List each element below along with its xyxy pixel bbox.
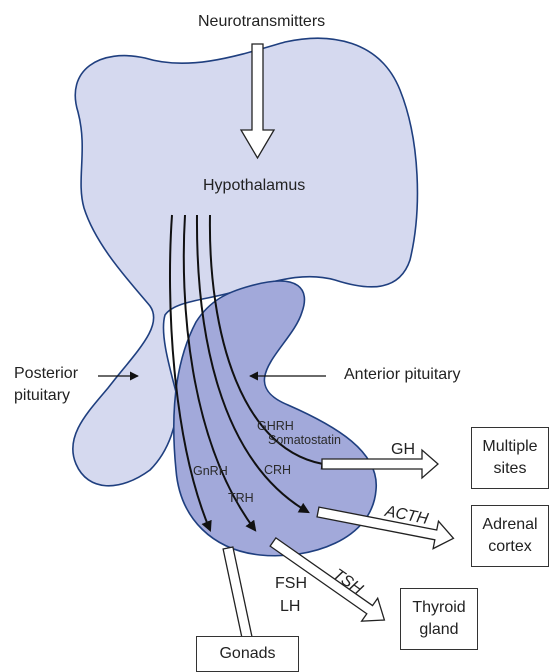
anterior-pituitary-label: Anterior pituitary [344,365,461,385]
adrenal-cortex-box: Adrenal cortex [471,505,549,567]
gh-label: GH [391,440,415,460]
adrenal-cortex-line1: Adrenal [482,514,537,536]
trh-label: TRH [228,491,254,506]
somatostatin-label: Somatostatin [268,433,341,448]
hypothalamus-label: Hypothalamus [203,176,305,196]
thyroid-gland-box: Thyroid gland [400,588,478,650]
posterior-label-line2: pituitary [14,386,70,406]
posterior-label-line1: Posterior [14,364,78,384]
gonads-label: Gonads [219,643,275,665]
ghrh-label: GHRH [257,419,294,434]
lh-label: LH [280,597,300,617]
thyroid-gland-line2: gland [419,619,458,641]
multiple-sites-box: Multiple sites [471,427,549,489]
thyroid-gland-line1: Thyroid [412,597,465,619]
gnrh-label: GnRH [193,464,228,479]
multiple-sites-line2: sites [494,458,527,480]
fsh-label: FSH [275,574,307,594]
multiple-sites-line1: Multiple [482,436,537,458]
gonads-box: Gonads [196,636,299,672]
adrenal-cortex-line2: cortex [488,536,532,558]
neurotransmitters-label: Neurotransmitters [198,12,325,32]
crh-label: CRH [264,463,291,478]
